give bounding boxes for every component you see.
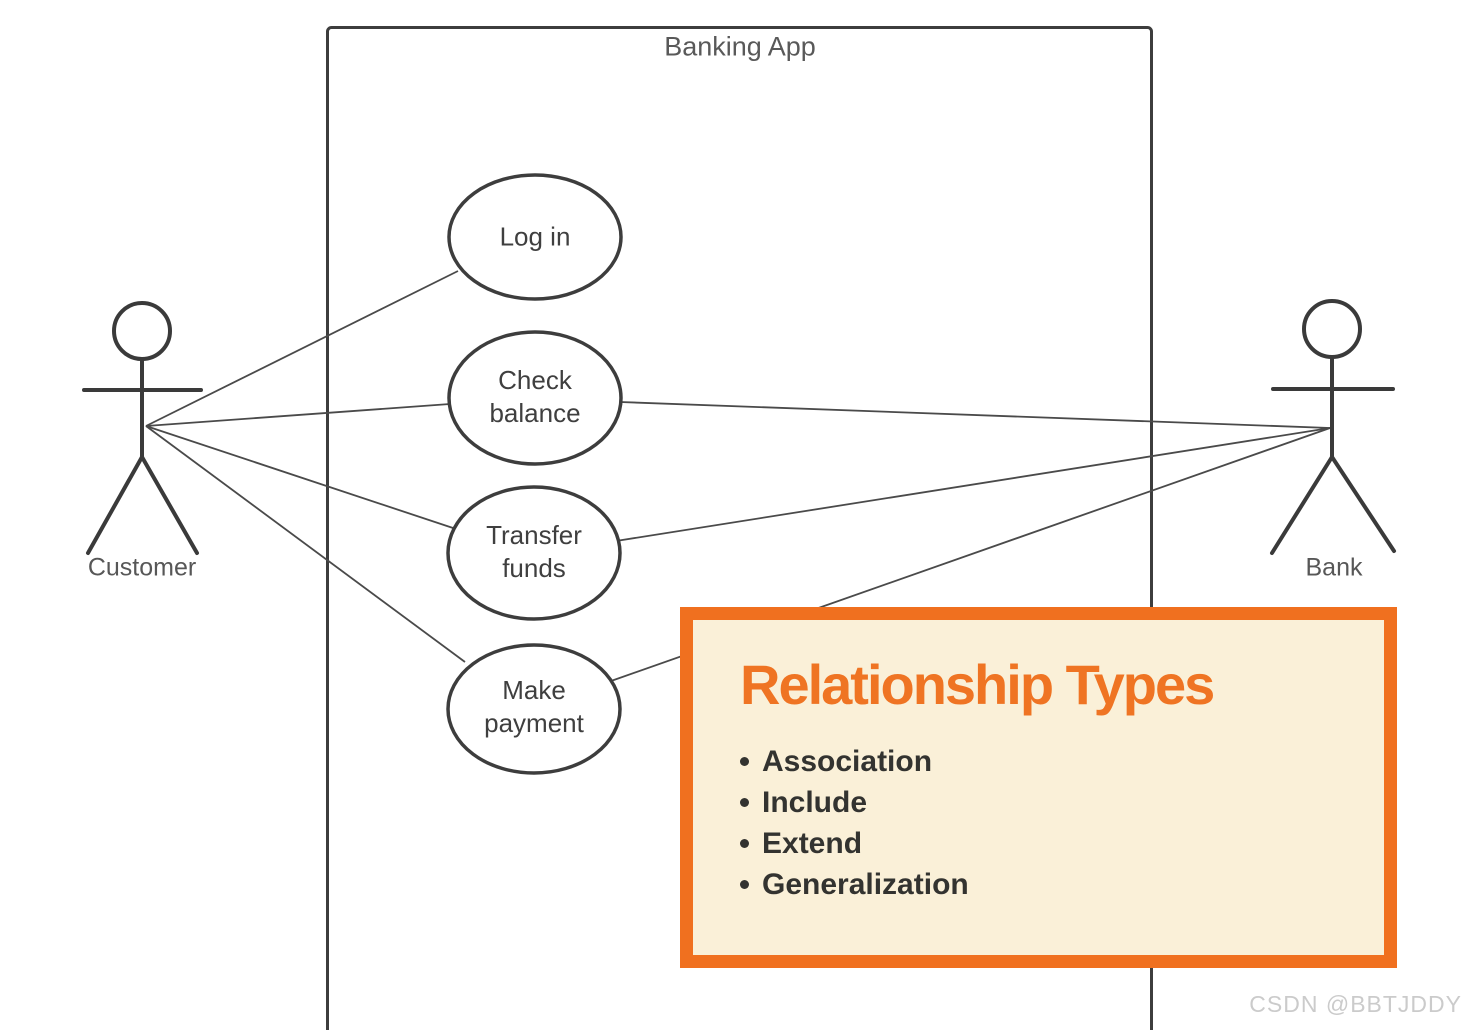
relationship-type-label: Include xyxy=(762,785,868,819)
actor-customer-figure xyxy=(82,301,203,555)
actor-bank-figure xyxy=(1270,299,1396,555)
relationship-types-title: Relationship Types xyxy=(740,653,1215,716)
use-case-ellipse-transfer-funds xyxy=(446,485,622,621)
association-customer-transfer-funds xyxy=(145,425,454,529)
association-customer-make-payment xyxy=(145,425,466,663)
bullet-dot-icon xyxy=(740,838,749,848)
relationship-type-item: Generalization xyxy=(740,864,1384,905)
watermark-text: CSDN @BBTJDDY xyxy=(1249,991,1462,1017)
association-bank-check-balance xyxy=(619,401,1331,429)
actor-bank-head xyxy=(1302,299,1362,359)
relationship-type-item: Association xyxy=(740,741,1384,782)
use-case-label-check-balance: Check balance xyxy=(489,365,581,428)
actor-bank-label: Bank xyxy=(1305,553,1363,582)
relationship-type-item: Include xyxy=(740,782,1384,823)
actor-customer-leg-right xyxy=(140,455,199,555)
actor-customer-head xyxy=(112,301,172,361)
use-case-ellipse-log-in xyxy=(447,173,623,301)
system-boundary xyxy=(326,26,1153,1030)
use-case-label-log-in: Log in xyxy=(499,221,571,252)
bullet-dot-icon xyxy=(740,756,749,766)
relationship-type-label: Extend xyxy=(762,826,863,860)
association-bank-transfer-funds xyxy=(615,427,1331,542)
relationship-type-label: Association xyxy=(762,744,933,778)
use-case-ellipse-check-balance xyxy=(447,330,623,466)
use-case-ellipse-make-payment xyxy=(446,643,622,775)
use-case-ellipses xyxy=(446,173,623,775)
relationship-types-list: Association Include Extend Generalizatio… xyxy=(740,741,1384,905)
use-case-label-make-payment: Make payment xyxy=(484,675,584,738)
association-lines xyxy=(145,270,1331,682)
system-boundary-title: Banking App xyxy=(664,31,816,62)
actor-customer-label: Customer xyxy=(87,553,197,582)
bullet-dot-icon xyxy=(740,797,749,807)
association-customer-check-balance xyxy=(145,403,451,427)
actor-bank-leg-left xyxy=(1270,455,1334,555)
bullet-dot-icon xyxy=(740,879,749,889)
actor-customer-leg-left xyxy=(86,455,144,555)
relationship-types-callout: Relationship Types Association Include E… xyxy=(680,607,1397,968)
actor-bank-leg-right xyxy=(1330,455,1396,553)
relationship-type-item: Extend xyxy=(740,823,1384,864)
relationship-type-label: Generalization xyxy=(762,867,969,901)
use-case-label-transfer-funds: Transfer funds xyxy=(486,520,582,583)
association-customer-log-in xyxy=(145,270,459,427)
